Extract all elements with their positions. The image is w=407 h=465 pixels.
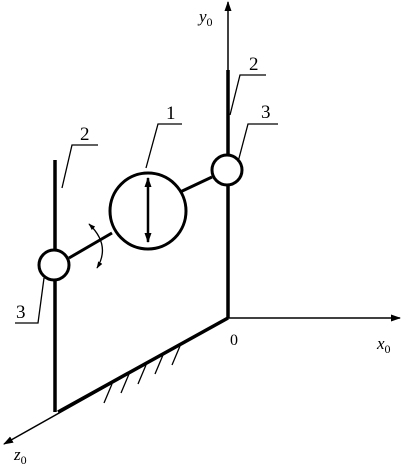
link-right	[177, 175, 213, 195]
joint-right	[210, 153, 244, 187]
callout-rod-left: 2	[80, 124, 90, 145]
callout-rod-right: 2	[249, 54, 259, 75]
ground-line	[57, 316, 229, 414]
x-axis-label: x0	[376, 334, 391, 356]
link-left	[68, 231, 113, 260]
callout-joint-left: 3	[16, 302, 26, 323]
rotation-arrow-icon	[88, 223, 104, 269]
joint-left	[37, 248, 71, 282]
origin-label: 0	[230, 332, 238, 349]
y-axis-label: y0	[197, 7, 213, 29]
ground-hatching	[103, 345, 181, 404]
z-axis-label: z0	[13, 445, 27, 465]
leader-lines	[15, 74, 278, 324]
callout-body: 1	[166, 103, 176, 124]
callout-joint-right: 3	[261, 102, 271, 123]
